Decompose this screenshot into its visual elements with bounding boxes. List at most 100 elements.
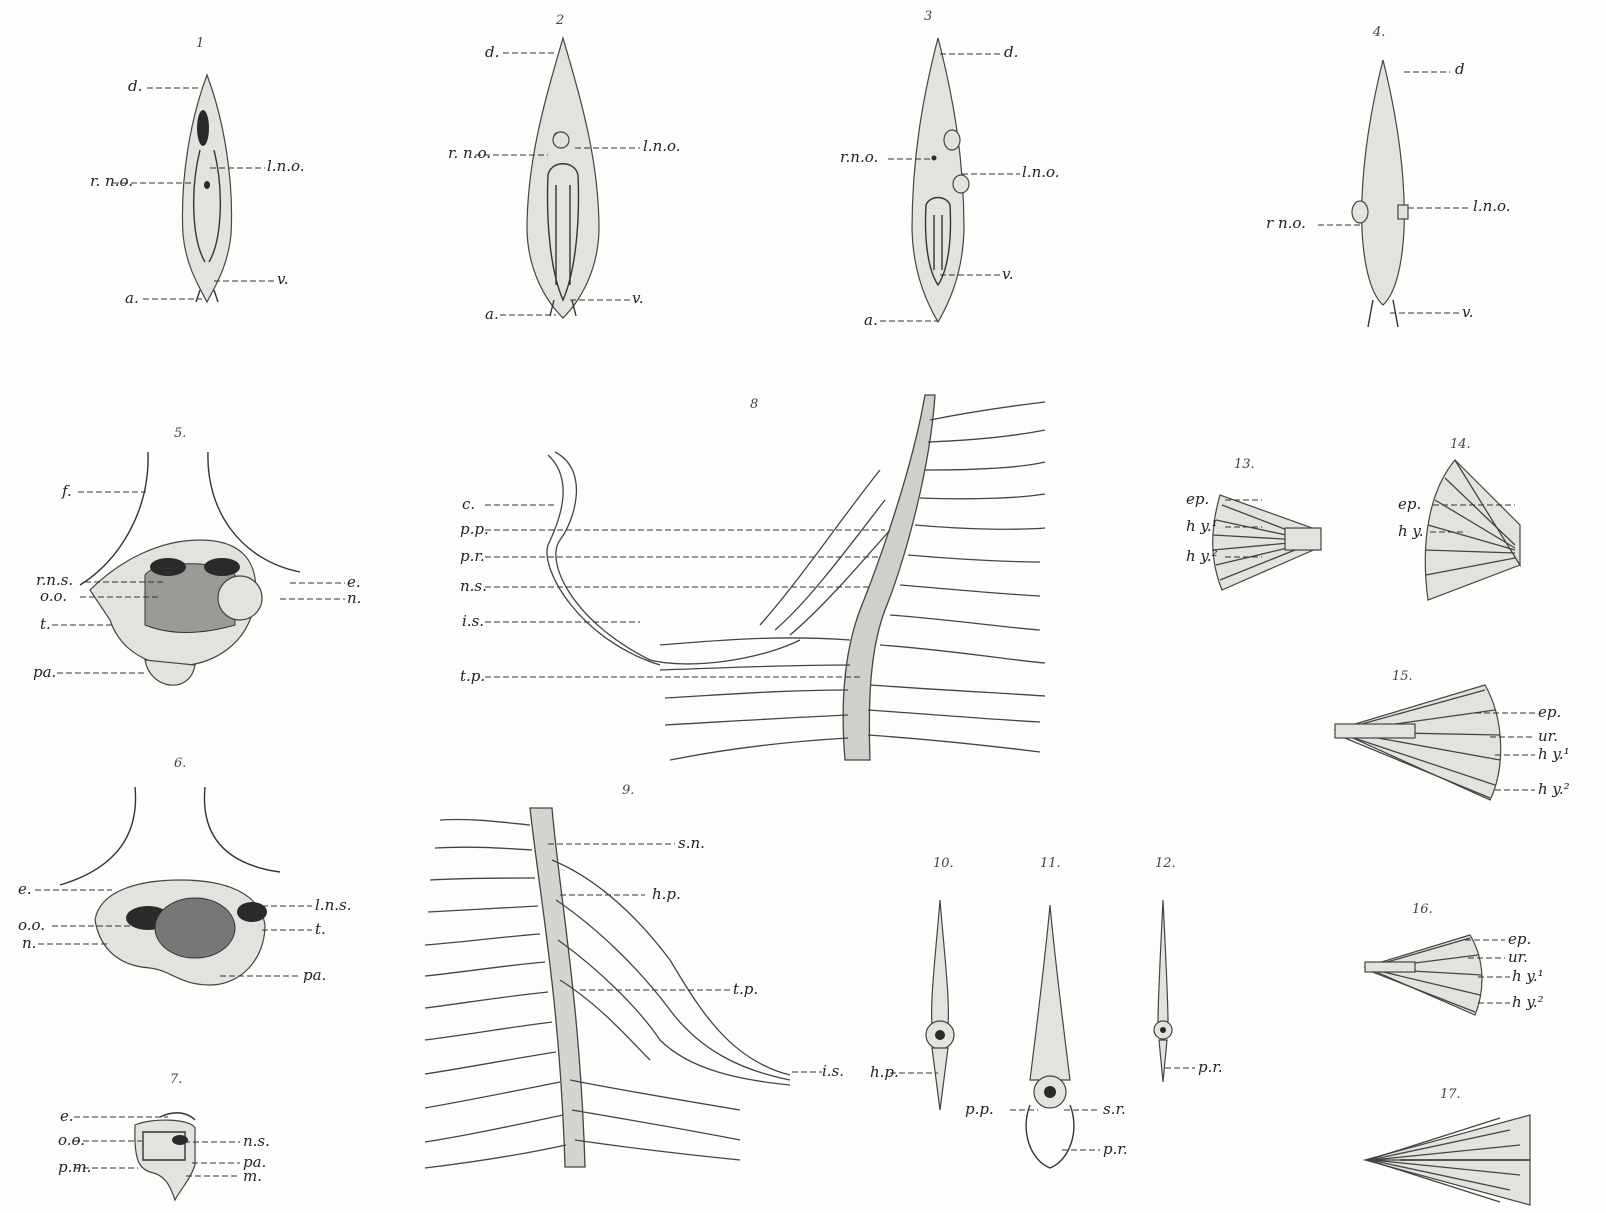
fig11-label-pr: p.r.: [1103, 1142, 1128, 1157]
fig9-label-hp: h.p.: [652, 887, 681, 902]
fig7-label-e: e.: [60, 1109, 74, 1124]
fig6-label-lns: l.n.s.: [315, 898, 351, 913]
fig4-label-rno: r n.o.: [1266, 216, 1306, 231]
fig3-label-a: a.: [864, 313, 878, 328]
fig1-label-lno: l.n.o.: [267, 159, 305, 174]
fig5-label-f: f.: [62, 484, 72, 499]
fig9-label-tp: t.p.: [733, 982, 758, 997]
fig1-label-d: d.: [128, 79, 142, 94]
fig5-label-oo: o.o.: [40, 589, 67, 604]
fig7-label-oo: o.o.: [58, 1133, 85, 1148]
figure-10-number: 10.: [933, 857, 954, 870]
fig4-label-d: d: [1455, 62, 1465, 77]
fig13-label-hy1: h y.¹: [1186, 519, 1218, 534]
fig5-label-pa: pa.: [33, 665, 56, 680]
figure-14-drawing: [1425, 460, 1520, 600]
figure-12-drawing: [1154, 900, 1195, 1082]
fig16-label-hy1: h y.¹: [1512, 969, 1544, 984]
fig16-label-ep: ep.: [1508, 932, 1531, 947]
figure-10-drawing: [890, 900, 954, 1110]
figure-8-drawing: [485, 395, 1045, 760]
fig4-label-v: v.: [1462, 305, 1473, 320]
fig8-label-c: c.: [462, 497, 475, 512]
fig12-label-pr: p.r.: [1198, 1060, 1223, 1075]
fig1-label-a: a.: [125, 291, 139, 306]
fig16-label-ur: ur.: [1508, 950, 1528, 965]
figure-13-number: 13.: [1234, 458, 1255, 471]
fig16-label-hy2: h y.²: [1512, 995, 1544, 1010]
fig9-label-is: i.s.: [822, 1064, 844, 1079]
fig6-label-pa: pa.: [303, 968, 326, 983]
figure-5-drawing: [52, 452, 345, 685]
fig7-label-pm: p.m.: [58, 1160, 91, 1175]
fig7-label-m: m.: [243, 1169, 262, 1184]
figure-8-number: 8: [750, 398, 758, 411]
fig6-label-e: e.: [18, 882, 32, 897]
fig2-label-a: a.: [485, 307, 499, 322]
fig11-label-pp: p.p.: [965, 1102, 994, 1117]
fig11-label-sr: s.r.: [1103, 1102, 1126, 1117]
fig2-label-rno: r. n.o.: [448, 146, 491, 161]
fig3-label-lno: l.n.o.: [1022, 165, 1060, 180]
fig8-label-ns: n.s.: [460, 579, 487, 594]
figure-14-number: 14.: [1450, 438, 1471, 451]
fig15-label-hy1: h y.¹: [1538, 747, 1570, 762]
fig8-label-pr: p.r.: [460, 549, 485, 564]
figure-7-number: 7.: [170, 1073, 182, 1086]
figure-5-number: 5.: [174, 427, 186, 440]
fig8-label-is: i.s.: [462, 614, 484, 629]
fig13-label-hy2: h y.²: [1186, 549, 1218, 564]
figure-4-number: 4.: [1373, 26, 1385, 39]
fig3-label-v: v.: [1002, 267, 1013, 282]
fig5-label-rns: r.n.s.: [36, 573, 73, 588]
fig14-label-hy: h y.: [1398, 524, 1424, 539]
fig3-label-d: d.: [1004, 45, 1018, 60]
figure-2-number: 2: [556, 14, 564, 27]
figure-17-number: 17.: [1440, 1088, 1461, 1101]
fig5-label-n: n.: [347, 591, 361, 606]
fig15-label-ep: ep.: [1538, 705, 1561, 720]
figure-2-drawing: [475, 38, 640, 318]
fig6-label-oo: o.o.: [18, 918, 45, 933]
figure-16-drawing: [1365, 935, 1510, 1015]
figure-1-drawing: [113, 75, 275, 302]
figure-3-drawing: [880, 38, 1020, 322]
figure-1-number: 1: [196, 37, 204, 50]
figure-11-drawing: [1010, 905, 1100, 1168]
figure-16-number: 16.: [1412, 903, 1433, 916]
fig15-label-ur: ur.: [1538, 729, 1558, 744]
figure-15-drawing: [1335, 685, 1535, 800]
fig5-label-t: t.: [40, 617, 51, 632]
fig1-label-v: v.: [277, 272, 288, 287]
figure-6-number: 6.: [174, 757, 186, 770]
fig3-label-rno: r.n.o.: [840, 150, 878, 165]
figure-3-number: 3: [924, 10, 932, 23]
fig13-label-ep: ep.: [1186, 492, 1209, 507]
fig2-label-lno: l.n.o.: [643, 139, 681, 154]
figure-9-number: 9.: [622, 784, 634, 797]
fig10-label-hp: h.p.: [870, 1065, 899, 1080]
fig15-label-hy2: h y.²: [1538, 782, 1570, 797]
fig6-label-t: t.: [315, 922, 326, 937]
fig9-label-sn: s.n.: [678, 836, 705, 851]
fig14-label-ep: ep.: [1398, 497, 1421, 512]
fig4-label-lno: l.n.o.: [1473, 199, 1511, 214]
fig7-label-ns: n.s.: [243, 1134, 270, 1149]
fig1-label-rno: r. n.o.: [90, 174, 133, 189]
fig8-label-tp: t.p.: [460, 669, 485, 684]
figure-15-number: 15.: [1392, 670, 1413, 683]
figure-12-number: 12.: [1155, 857, 1176, 870]
fig6-label-n: n.: [22, 936, 36, 951]
figure-9-drawing: [425, 808, 822, 1168]
figure-7-drawing: [74, 1113, 240, 1200]
figure-13-drawing: [1213, 495, 1321, 590]
figure-6-drawing: [35, 787, 312, 985]
fig8-label-pp: p.p.: [460, 522, 489, 537]
figure-11-number: 11.: [1040, 857, 1061, 870]
figure-4-drawing: [1318, 60, 1470, 327]
fig5-label-e: e.: [347, 575, 361, 590]
fig2-label-v: v.: [632, 291, 643, 306]
figure-17-drawing: [1365, 1115, 1530, 1205]
